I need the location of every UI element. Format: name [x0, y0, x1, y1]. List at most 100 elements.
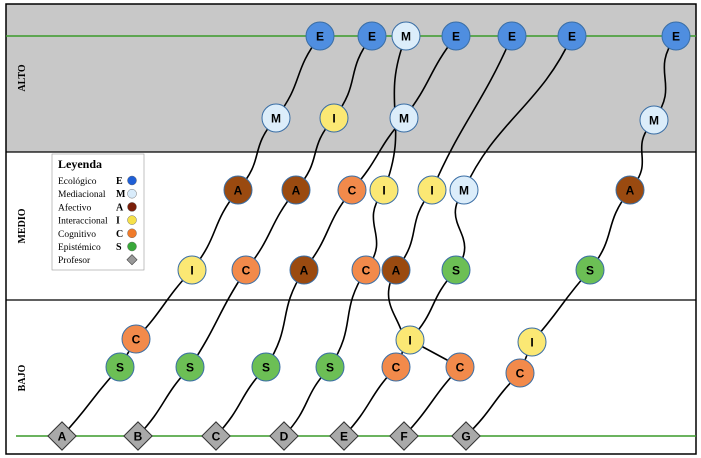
- professor-F: F: [389, 421, 419, 451]
- node-letter: M: [459, 183, 469, 197]
- professor-E: E: [329, 421, 359, 451]
- band-alto: [6, 4, 696, 152]
- node-M: M: [639, 105, 669, 135]
- professor-diamond-icon: [123, 421, 153, 451]
- node-letter: E: [368, 29, 376, 43]
- node-S: S: [251, 352, 281, 382]
- professor-label: B: [134, 430, 143, 444]
- node-letter: A: [234, 183, 243, 197]
- professor-label: D: [280, 430, 289, 444]
- node-circle: [505, 358, 535, 388]
- path-connector: [265, 269, 305, 368]
- node-E: E: [557, 21, 587, 51]
- node-E: E: [497, 21, 527, 51]
- node-letter: M: [401, 29, 411, 43]
- node-letter: I: [332, 111, 335, 125]
- node-circle: [105, 352, 135, 382]
- node-circle: [369, 175, 399, 205]
- node-circle: [575, 255, 605, 285]
- node-I: I: [177, 255, 207, 285]
- legend-swatch-icon: [127, 241, 137, 252]
- node-circle: [391, 21, 421, 51]
- node-circle: [223, 175, 253, 205]
- node-letter: E: [452, 29, 460, 43]
- node-letter: C: [362, 263, 371, 277]
- node-C: C: [351, 255, 381, 285]
- node-letter: A: [292, 183, 301, 197]
- professor-D: D: [269, 421, 299, 451]
- legend-swatch-icon: [127, 175, 137, 186]
- node-circle: [557, 21, 587, 51]
- legend-swatch-icon: [127, 188, 137, 199]
- node-circle: [615, 175, 645, 205]
- path-connector: [189, 269, 247, 368]
- professor-layer: A B C D E F G: [47, 421, 481, 451]
- legend-swatch-icon: [127, 228, 137, 239]
- node-letter: C: [516, 366, 525, 380]
- node-letter: S: [262, 360, 270, 374]
- node-circle: [381, 255, 411, 285]
- node-M: M: [391, 21, 421, 51]
- node-letter: S: [326, 360, 334, 374]
- node-S: S: [575, 255, 605, 285]
- node-circle: [445, 352, 475, 382]
- professor-diamond-icon: [269, 421, 299, 451]
- legend-item-letter: I: [116, 216, 120, 227]
- professor-A: A: [47, 421, 77, 451]
- legend-diamond-icon: [126, 254, 138, 266]
- professor-label: A: [58, 430, 67, 444]
- node-I: I: [369, 175, 399, 205]
- node-E: E: [357, 21, 387, 51]
- node-letter: I: [430, 183, 433, 197]
- node-C: C: [121, 324, 151, 354]
- legend-item-label: Epistémico: [58, 243, 101, 253]
- node-letter: C: [456, 360, 465, 374]
- node-S: S: [175, 352, 205, 382]
- node-circle: [177, 255, 207, 285]
- legend-box: [51, 153, 145, 271]
- node-S: S: [315, 352, 345, 382]
- node-circle: [305, 21, 335, 51]
- node-E: E: [661, 21, 691, 51]
- node-letter: E: [672, 29, 680, 43]
- professor-label: F: [400, 430, 407, 444]
- node-circle: [417, 175, 447, 205]
- professor-diamond-icon: [389, 421, 419, 451]
- band-label-alto: ALTO: [17, 64, 28, 91]
- legend-item-label: Ecológico: [58, 177, 97, 187]
- professor-C: C: [201, 421, 231, 451]
- band-label-medio: MEDIO: [17, 208, 28, 243]
- legend-item-letter: E: [116, 176, 123, 187]
- node-circle: [251, 352, 281, 382]
- node-A: A: [381, 255, 411, 285]
- node-C: C: [445, 352, 475, 382]
- node-circle: [497, 21, 527, 51]
- legend-title: Leyenda: [58, 157, 102, 171]
- node-C: C: [337, 175, 367, 205]
- node-letter: S: [116, 360, 124, 374]
- legend-swatch-icon: [127, 215, 137, 225]
- node-I: I: [417, 175, 447, 205]
- professor-diamond-icon: [329, 421, 359, 451]
- node-circle: [319, 103, 349, 133]
- node-circle: [389, 103, 419, 133]
- path-connector: [431, 35, 513, 191]
- node-letter: A: [300, 263, 309, 277]
- node-circle: [661, 21, 691, 51]
- node-circle: [639, 105, 669, 135]
- node-circle: [449, 175, 479, 205]
- professor-label: G: [461, 430, 470, 444]
- node-E: E: [305, 21, 335, 51]
- node-I: I: [395, 325, 425, 355]
- node-letter: A: [626, 183, 635, 197]
- node-letter: M: [399, 111, 409, 125]
- node-letter: I: [408, 333, 411, 347]
- path-connector: [387, 269, 405, 368]
- node-circle: [517, 327, 547, 357]
- legend-item-letter: M: [116, 189, 126, 200]
- node-C: C: [505, 358, 535, 388]
- node-A: A: [615, 175, 645, 205]
- legend-item-label: Mediacional: [58, 190, 106, 200]
